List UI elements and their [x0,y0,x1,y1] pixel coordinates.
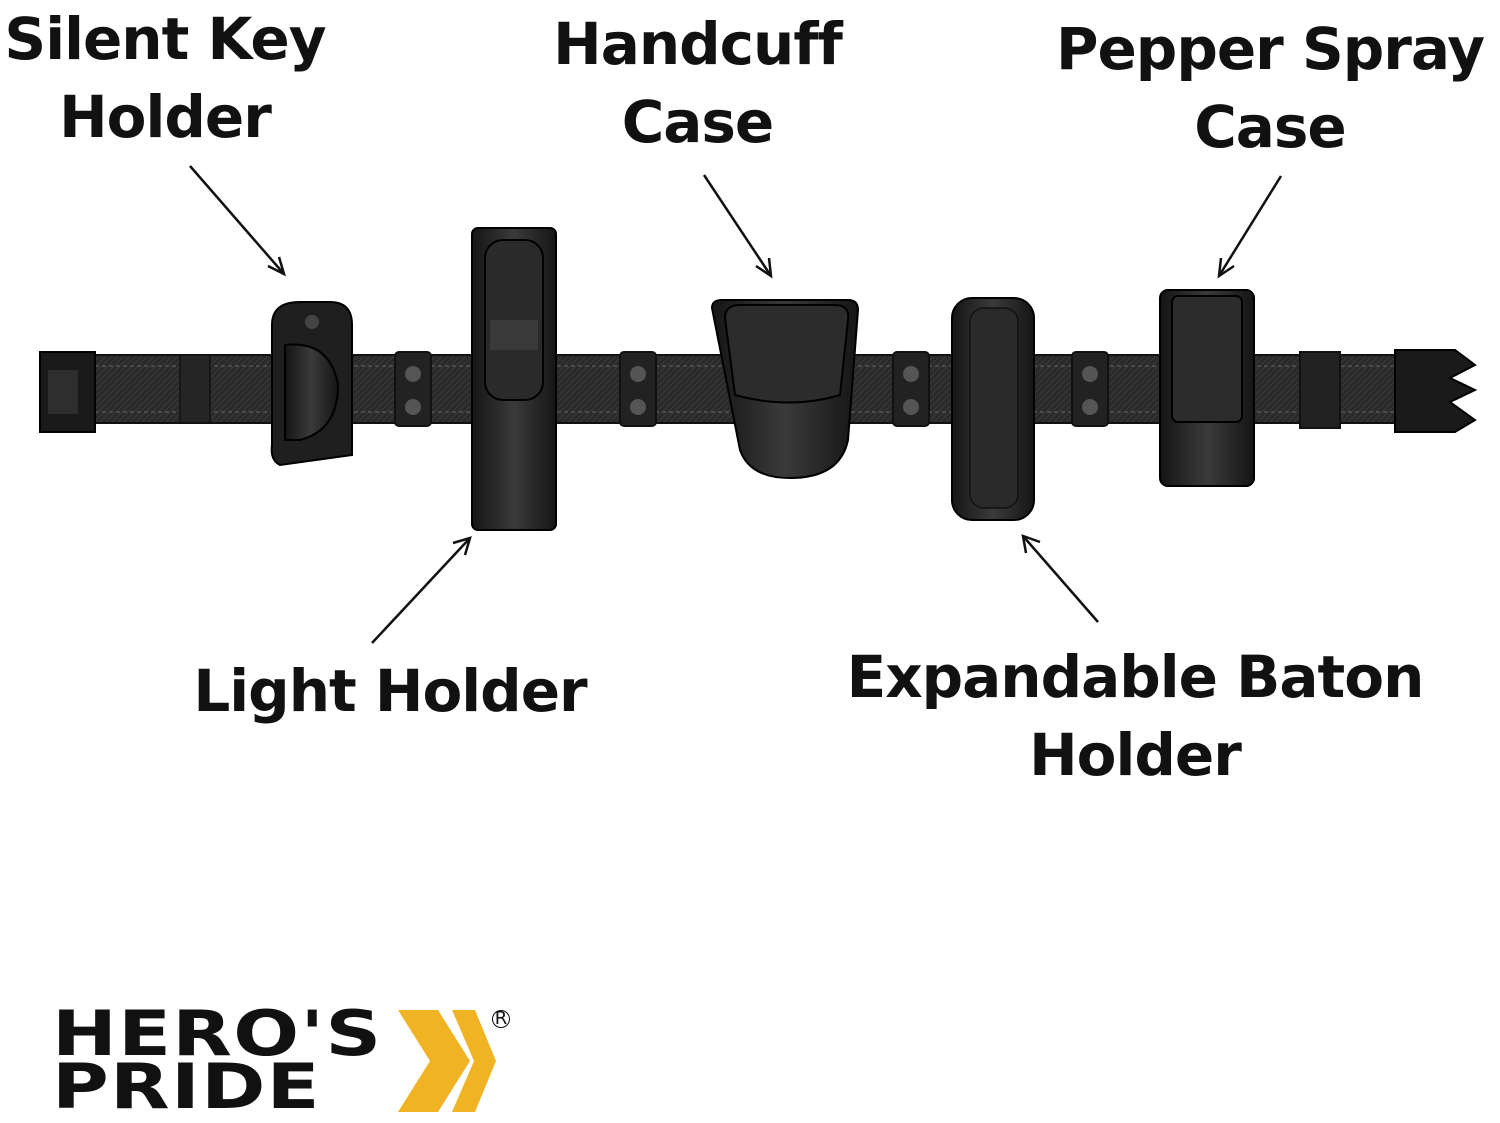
label-handcuff-case: Handcuff Case [553,10,843,156]
label-expandable-baton-holder: Expandable Baton Holder [846,643,1425,789]
belt-keeper [394,351,432,427]
logo-line1: HERO'S [52,997,383,1070]
handcuff-case [710,299,860,480]
label-light-holder: Light Holder [193,657,587,725]
registered-mark: R [492,1010,510,1028]
belt-keeper [1071,351,1109,427]
arrow-light-holder [371,536,472,644]
label-silent-key-holder: Silent Key Holder [4,5,326,151]
belt-keeper [179,354,211,424]
arrow-baton [1021,534,1099,623]
arrow-pepper-spray [1217,175,1283,279]
logo-line2: PRIDE [52,1050,321,1123]
belt-keeper [892,351,930,427]
expandable-baton-holder [951,297,1035,521]
silent-key-holder [270,301,353,467]
buckle-left [39,351,96,433]
buckle-right [1299,349,1478,433]
arrow-handcuff [702,174,773,279]
logo-chevrons [398,1010,496,1112]
label-pepper-spray-case: Pepper Spray Case [1055,15,1485,161]
belt-keeper [619,351,657,427]
arrow-silent-key [189,165,287,277]
pepper-spray-case [1159,289,1255,487]
light-holder [471,227,557,531]
